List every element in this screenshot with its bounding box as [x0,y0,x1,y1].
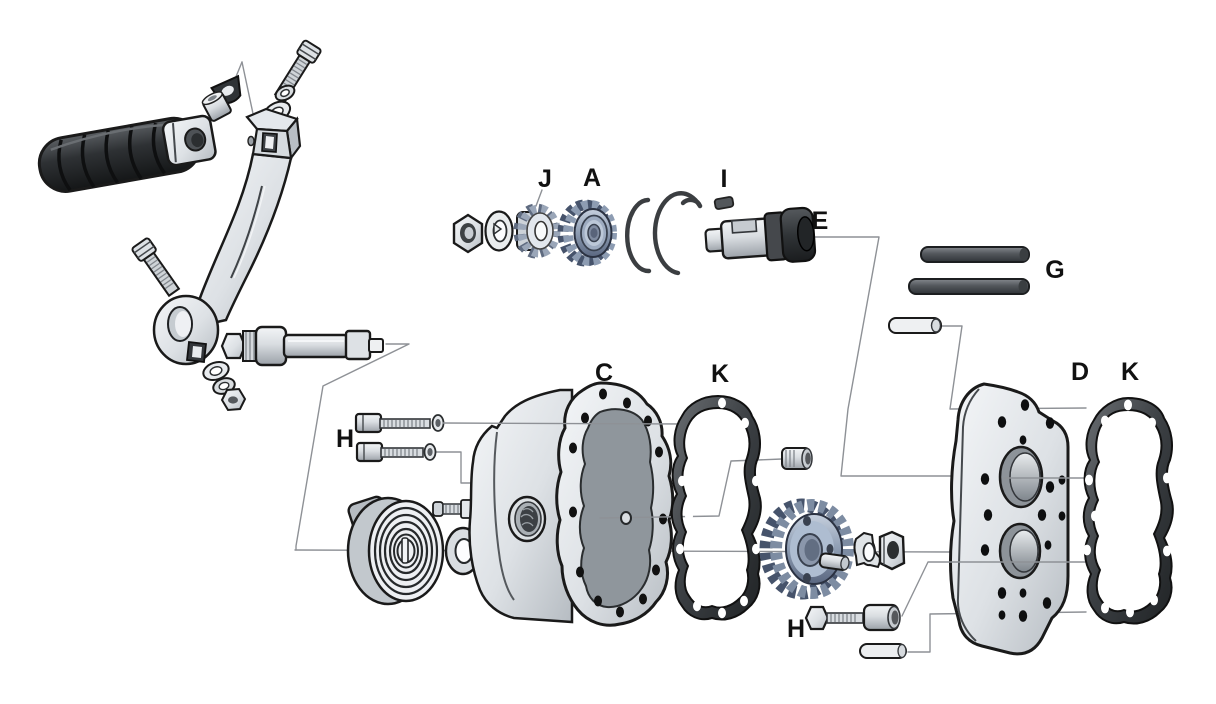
shaft-hex-nut [220,387,247,412]
part-label-h-plate-bolt: H [787,615,805,643]
shifter-rods [888,246,1030,334]
pedal-rubber [37,114,217,193]
spacer-leader-line [901,561,1087,617]
lever-pinch-bolt [131,237,181,298]
sprocket-lock-washer [853,531,883,569]
kick-crank-shaft [704,206,817,263]
plate-bolt-holes [980,399,1066,622]
sprocket-gear-assembly [759,498,906,600]
part-label-g: G [1045,256,1064,284]
cover-bolt-h2 [355,441,437,463]
part-label-a: A [583,164,601,192]
kicker-gear [557,199,617,267]
crank-e-leader-line [811,236,954,477]
rod-g-lower [908,278,1030,295]
kicker-cover [468,381,675,627]
part-label-d: D [1071,358,1089,386]
kicker-gear-nut [452,213,484,254]
part-label-k-cover: K [711,360,729,388]
kicker-spring-clip [625,191,703,276]
ratchet-j-leader-line [535,189,543,207]
kicker-return-spring [346,495,445,606]
part-label-j: J [538,165,552,193]
kick-starter-shaft [220,325,384,367]
plate-hardware [804,603,907,659]
plate-gasket-holes [1083,399,1171,618]
plate-gasket [1082,396,1174,625]
sprocket-nut [878,530,906,571]
ratchet-key-pin [713,196,735,210]
leader-lines-front [901,477,1087,617]
plate-bolt-h [804,605,864,631]
cover-gasket-holes [676,397,760,619]
part-label-e: E [812,207,829,235]
cover-bushing [781,447,813,470]
part-label-k-plate: K [1121,358,1139,386]
spring-center-slot [401,537,409,564]
part-labels: J A I E G C K H D K H [336,164,1139,643]
kick-pedal-assembly [37,39,384,412]
starter-ratchet [513,203,561,259]
pedal-pivot-leader-line-a [241,61,256,124]
sprocket-teeth-front [770,499,854,599]
part-label-c: C [595,359,613,387]
side-plate [948,382,1070,656]
rod-g-upper [920,246,1030,263]
pedal-bushing [201,91,232,122]
part-label-h-cover-bolts: H [336,425,354,453]
cover-center-mark [620,511,632,525]
plate-spacer [862,603,901,632]
kick-shaft-leader-line [295,343,410,551]
cover-inner-panel [578,408,655,609]
sprocket-drive-pin [818,552,850,571]
cover-gasket [670,394,762,621]
kicker-keyed-washer [484,210,514,252]
cover-bolt-h1 [354,412,445,434]
kicker-gear-train [452,191,817,276]
part-label-i: I [721,165,728,193]
bolt-h1-leader-line [442,422,690,425]
cover-hardware [346,412,484,606]
kick-starter-lever [152,107,302,366]
pivot-lock-washer [274,84,296,102]
